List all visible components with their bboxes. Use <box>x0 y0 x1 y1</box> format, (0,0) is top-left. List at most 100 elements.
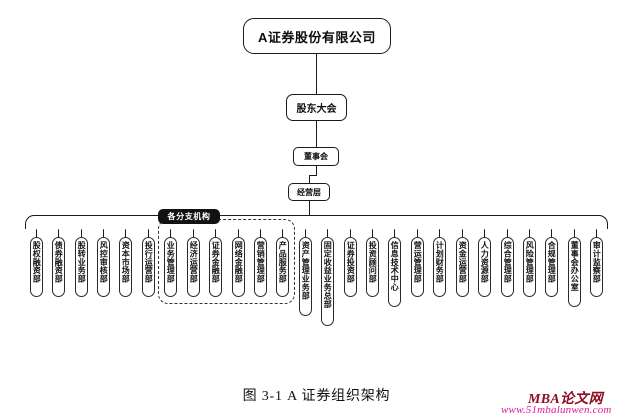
watermark-url-text: www.51mbalunwen.com <box>501 404 612 416</box>
department-connector <box>259 229 261 237</box>
department-box[interactable]: 风险管理部 <box>523 237 536 297</box>
department-box[interactable]: 产品服务部 <box>276 237 289 297</box>
department-connector <box>371 229 373 237</box>
department-box[interactable]: 资产管理业务部 <box>299 237 312 316</box>
department-label: 债券融资部 <box>54 241 64 283</box>
department-label: 投资顾问部 <box>368 241 378 283</box>
department-label: 资金运营部 <box>458 241 468 283</box>
department-connector <box>80 229 82 237</box>
department-label: 投行运营部 <box>144 241 154 283</box>
department-box[interactable]: 风控审核部 <box>97 237 110 297</box>
department-box[interactable]: 资本市场部 <box>119 237 132 297</box>
department-label: 信息技术中心 <box>390 241 400 292</box>
department-connector <box>326 229 328 237</box>
department-box[interactable]: 固定收益业务总部 <box>321 237 334 326</box>
department-label: 合规管理部 <box>547 241 557 283</box>
department-connector <box>281 229 283 237</box>
department-label: 综合管理部 <box>503 241 513 283</box>
department-connector <box>438 229 440 237</box>
department-box[interactable]: 投资顾问部 <box>366 237 379 297</box>
department-label: 风控审核部 <box>99 241 109 283</box>
department-box[interactable]: 董事会办公室 <box>568 237 581 307</box>
connector-board-to-management-lower <box>309 175 310 183</box>
node-shareholders-meeting-label: 股东大会 <box>296 104 337 115</box>
department-label: 审计监察部 <box>592 241 602 283</box>
department-label: 营运管理部 <box>413 241 423 283</box>
department-box[interactable]: 网络金融部 <box>232 237 245 297</box>
department-connector <box>393 229 395 237</box>
department-box[interactable]: 综合管理部 <box>501 237 514 297</box>
department-connector <box>147 229 149 237</box>
department-label: 网络金融部 <box>234 241 244 283</box>
node-management-layer: 经营层 <box>288 183 330 201</box>
department-box[interactable]: 股转业务部 <box>75 237 88 297</box>
node-shareholders-meeting: 股东大会 <box>286 94 347 121</box>
department-box[interactable]: 证券投资部 <box>344 237 357 297</box>
branch-group-label: 各分支机构 <box>158 209 220 224</box>
department-connector <box>595 229 597 237</box>
department-label: 计划财务部 <box>435 241 445 283</box>
department-connector <box>461 229 463 237</box>
connector-management-to-bus <box>309 201 310 216</box>
distribution-bus <box>25 215 608 229</box>
department-box[interactable]: 营销管理部 <box>254 237 267 297</box>
department-label: 董事会办公室 <box>570 241 580 292</box>
connector-board-to-management-jog <box>309 175 317 176</box>
node-company-root-label: A证券股份有限公司 <box>258 29 376 45</box>
department-connector <box>550 229 552 237</box>
department-box[interactable]: 审计监察部 <box>590 237 603 297</box>
department-box[interactable]: 营运管理部 <box>411 237 424 297</box>
department-label: 业务管理部 <box>166 241 176 283</box>
department-label: 证券投资部 <box>346 241 356 283</box>
department-connector <box>124 229 126 237</box>
department-connector <box>35 229 37 237</box>
watermark-title-text: MBA论文网 <box>528 392 603 407</box>
department-label: 股权融资部 <box>32 241 42 283</box>
department-connector <box>349 229 351 237</box>
department-connector <box>528 229 530 237</box>
department-label: 经济运营部 <box>189 241 199 283</box>
department-label: 股转业务部 <box>77 241 87 283</box>
department-connector <box>416 229 418 237</box>
department-label: 证券金融部 <box>211 241 221 283</box>
department-box[interactable]: 证券金融部 <box>209 237 222 297</box>
connector-root-to-shareholders <box>316 54 317 94</box>
watermark-url: www.51mbalunwen.com <box>501 404 612 416</box>
department-connector <box>169 229 171 237</box>
figure-caption: 图 3-1 A 证券组织架构 <box>0 385 633 405</box>
watermark-title: MBA论文网 <box>528 388 603 408</box>
department-connector <box>573 229 575 237</box>
department-connector <box>192 229 194 237</box>
connector-board-to-management-upper <box>316 166 317 175</box>
department-box[interactable]: 债券融资部 <box>52 237 65 297</box>
department-label: 风险管理部 <box>525 241 535 283</box>
department-box[interactable]: 信息技术中心 <box>388 237 401 307</box>
department-box[interactable]: 投行运营部 <box>142 237 155 297</box>
department-connector <box>483 229 485 237</box>
node-management-layer-label: 经营层 <box>297 187 321 197</box>
department-connector <box>214 229 216 237</box>
department-label: 产品服务部 <box>278 241 288 283</box>
department-box[interactable]: 业务管理部 <box>164 237 177 297</box>
department-box[interactable]: 股权融资部 <box>30 237 43 297</box>
department-label: 资产管理业务部 <box>301 241 311 300</box>
branch-group-outline <box>158 219 295 304</box>
node-board-of-directors: 董事会 <box>293 147 339 166</box>
department-box[interactable]: 计划财务部 <box>433 237 446 297</box>
department-label: 营销管理部 <box>256 241 266 283</box>
department-label: 固定收益业务总部 <box>323 241 333 309</box>
department-box[interactable]: 资金运营部 <box>456 237 469 297</box>
branch-group-label-text: 各分支机构 <box>167 212 211 221</box>
department-label: 资本市场部 <box>121 241 131 283</box>
department-box[interactable]: 合规管理部 <box>545 237 558 297</box>
department-box[interactable]: 人力资源部 <box>478 237 491 297</box>
department-box[interactable]: 经济运营部 <box>187 237 200 297</box>
department-connector <box>304 229 306 237</box>
department-connector <box>57 229 59 237</box>
figure-caption-text: 图 3-1 A 证券组织架构 <box>242 389 391 404</box>
department-connector <box>506 229 508 237</box>
department-label: 人力资源部 <box>480 241 490 283</box>
node-company-root: A证券股份有限公司 <box>243 18 391 54</box>
department-connector <box>102 229 104 237</box>
